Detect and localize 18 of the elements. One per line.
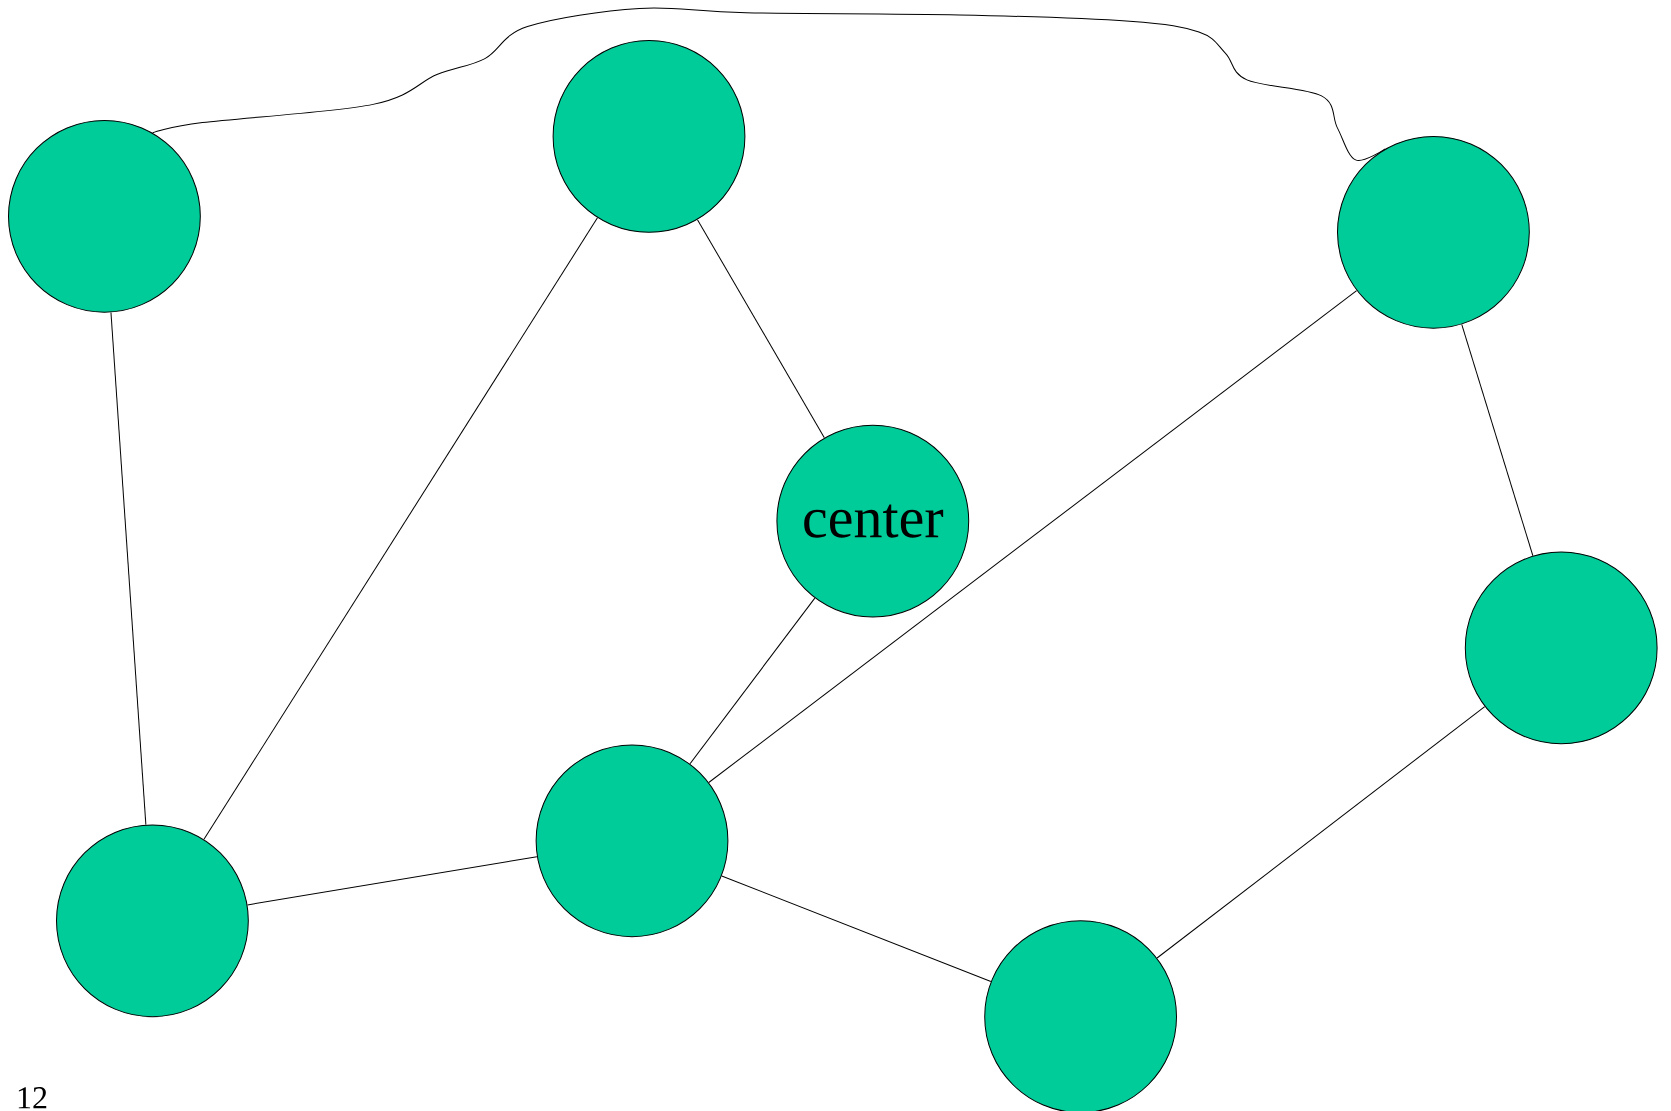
connector-line xyxy=(1461,323,1534,557)
circle-node xyxy=(56,824,249,1018)
connector-line xyxy=(1156,706,1486,959)
page-number: 12 xyxy=(18,1087,47,1109)
connector-line xyxy=(721,875,992,982)
connector-line xyxy=(689,597,816,765)
connector-line xyxy=(203,217,598,840)
circle-node xyxy=(1464,551,1658,745)
connector-line xyxy=(708,290,1358,783)
circle-node xyxy=(1337,135,1530,329)
connector-line xyxy=(697,219,825,439)
connector-line xyxy=(247,856,538,906)
circle-node xyxy=(984,920,1177,1111)
curved-line xyxy=(152,7,1386,161)
circle-node xyxy=(535,744,729,938)
connector-line xyxy=(110,311,147,826)
circle-node xyxy=(552,40,746,233)
circle-node xyxy=(8,119,201,313)
